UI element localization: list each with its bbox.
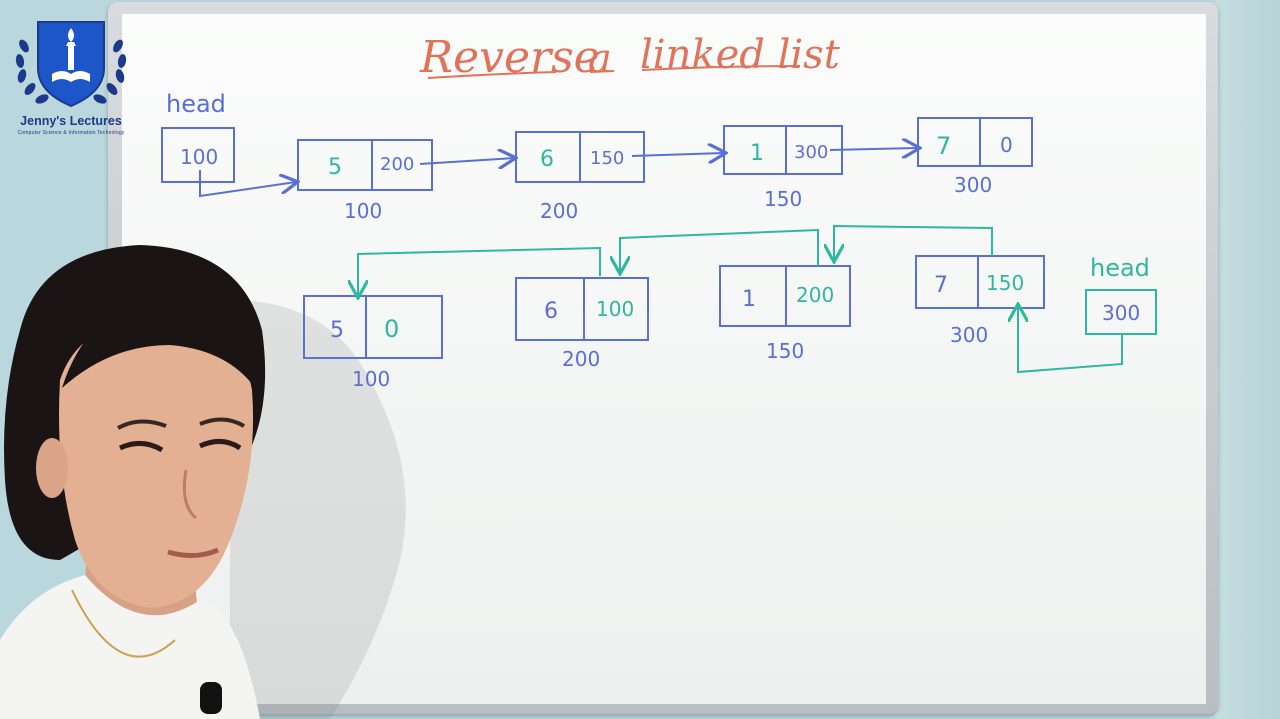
- reversed-list: 5 0 100 6 100 200 1 200 150 7 150 300 he…: [303, 224, 1157, 391]
- logo-emblem-icon: [15, 21, 127, 108]
- node-next: 150: [986, 271, 1024, 295]
- node-next: 150: [590, 148, 624, 169]
- head-label-bottom: head: [1090, 254, 1150, 282]
- node-data: 7: [936, 132, 951, 160]
- node-data: 7: [934, 273, 948, 298]
- wall: [1215, 0, 1280, 719]
- node-address: 150: [766, 339, 804, 363]
- node-5: [297, 139, 433, 191]
- node-next: 0: [384, 315, 399, 343]
- node-address: 200: [562, 347, 600, 371]
- head-box-top: [161, 127, 235, 183]
- node-address: 150: [764, 187, 802, 211]
- node-data: 1: [742, 287, 756, 312]
- node-next: 200: [796, 283, 834, 307]
- channel-logo: Jenny's Lectures Computer Science & Info…: [10, 16, 132, 141]
- node-next: 0: [1000, 133, 1013, 157]
- node-data: 6: [540, 147, 554, 172]
- node-6: [515, 277, 649, 341]
- node-address: 300: [954, 173, 992, 197]
- node-data: 6: [544, 299, 558, 324]
- original-list: head 100 5 200 100 6 150 200 1 300 150 7…: [161, 90, 1033, 223]
- logo-tagline: Computer Science & Information Technolog…: [17, 130, 125, 136]
- node-7: [915, 255, 1045, 309]
- head-label-top: head: [166, 90, 226, 118]
- logo-name: Jenny's Lectures: [20, 114, 122, 128]
- title-word-linked-list: linked list: [640, 32, 841, 78]
- node-address: 100: [344, 199, 382, 223]
- node-data: 5: [330, 318, 344, 343]
- node-data: 5: [328, 155, 342, 180]
- node-address: 300: [950, 323, 988, 347]
- title-word-a: a: [588, 36, 612, 82]
- node-next: 300: [794, 142, 828, 163]
- head-value-top: 100: [180, 145, 218, 169]
- node-address: 100: [352, 367, 390, 391]
- node-next: 200: [380, 154, 414, 175]
- node-address: 200: [540, 199, 578, 223]
- node-data: 1: [750, 141, 764, 166]
- node-5: [303, 295, 443, 359]
- board-title: Reverse a linked list: [419, 32, 841, 83]
- node-7: [917, 117, 1033, 167]
- reversed-link-arrows: [358, 224, 1123, 374]
- head-value-bottom: 300: [1102, 301, 1140, 325]
- node-next: 100: [596, 297, 634, 321]
- title-word-reverse: Reverse: [419, 32, 600, 83]
- whiteboard: [122, 14, 1206, 704]
